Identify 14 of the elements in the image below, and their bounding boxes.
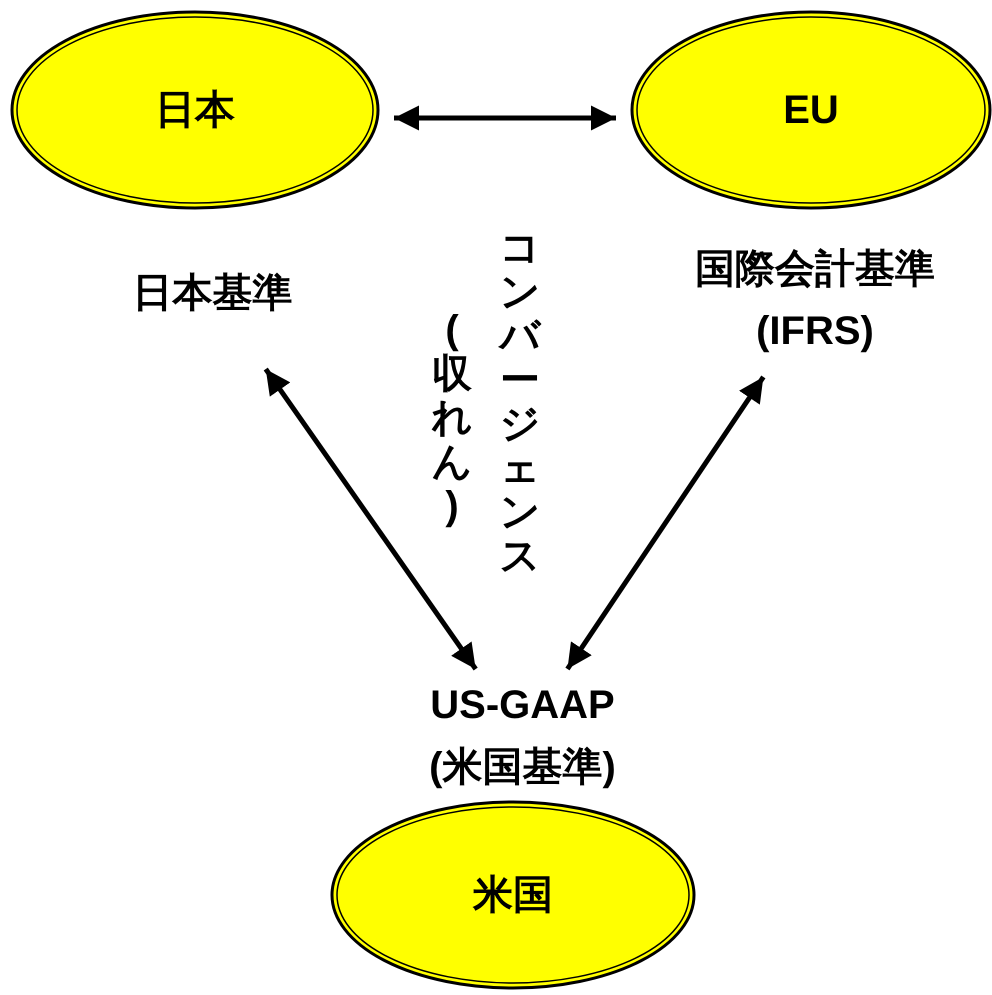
country-name: 日本 [155,87,235,134]
country-ellipse [630,10,992,210]
vertical-label: コンバージェンス [498,226,542,578]
country-ellipse [330,800,696,990]
country-name: 米国 [473,872,553,919]
vertical-label: (収れん) [430,308,474,528]
country-ellipse [10,10,380,210]
double-arrow [565,376,766,670]
standard-name: 日本基準 [100,262,325,324]
double-arrow [264,368,478,671]
standard-name: US-GAAP (米国基準) [405,674,640,798]
double-arrow [394,106,616,130]
country-name: EU [783,87,839,134]
standard-name: 国際会計基準 (IFRS) [660,238,970,362]
